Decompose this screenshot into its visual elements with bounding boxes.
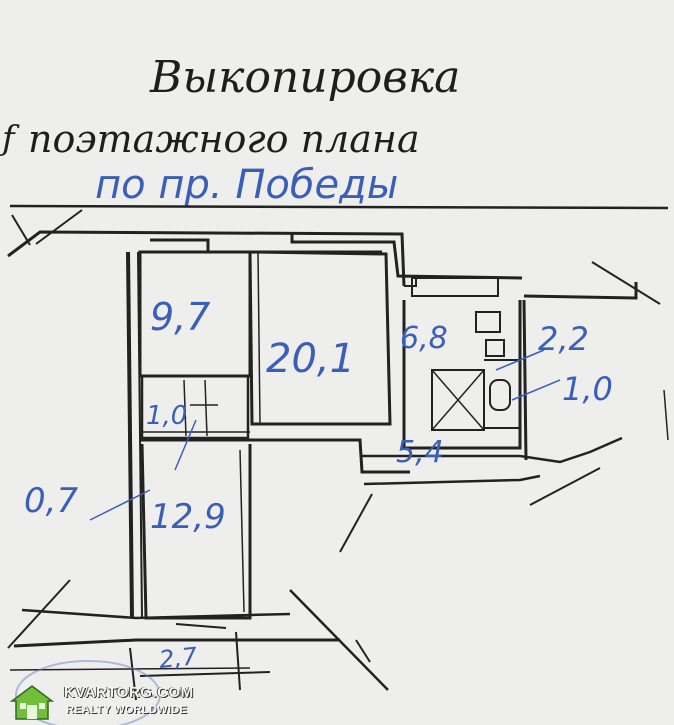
header-bracket: ƒ — [0, 119, 20, 159]
header-title: Выкопировка — [149, 52, 460, 103]
area-label-balcony: 2,7 — [158, 642, 200, 674]
stamp-seal — [15, 660, 161, 725]
header-subtitle: поэтажного плана — [28, 117, 420, 161]
header-address: по пр. Победы — [95, 162, 398, 208]
area-label-room-c: 12,9 — [150, 497, 226, 537]
watermark-tagline: REALTY WORLDWIDE — [66, 704, 188, 716]
plan-walls — [7, 209, 669, 701]
area-label-toilet: 1,0 — [562, 370, 613, 408]
watermark-name: KVARTORG.COM — [64, 684, 194, 701]
area-label-bath: 2,2 — [538, 320, 589, 358]
area-label-kitchen: 6,8 — [400, 321, 448, 356]
area-label-room-a: 9,7 — [150, 295, 210, 339]
area-label-hall: 5,4 — [396, 435, 444, 470]
house-icon — [9, 685, 55, 720]
area-label-closet: 1,0 — [146, 401, 187, 431]
area-label-room-b: 20,1 — [266, 336, 355, 382]
watermark-logo: KVARTORG.COM REALTY WORLDWIDE — [8, 683, 193, 721]
area-label-corridor: 0,7 — [24, 481, 78, 521]
top-rule — [9, 204, 669, 210]
